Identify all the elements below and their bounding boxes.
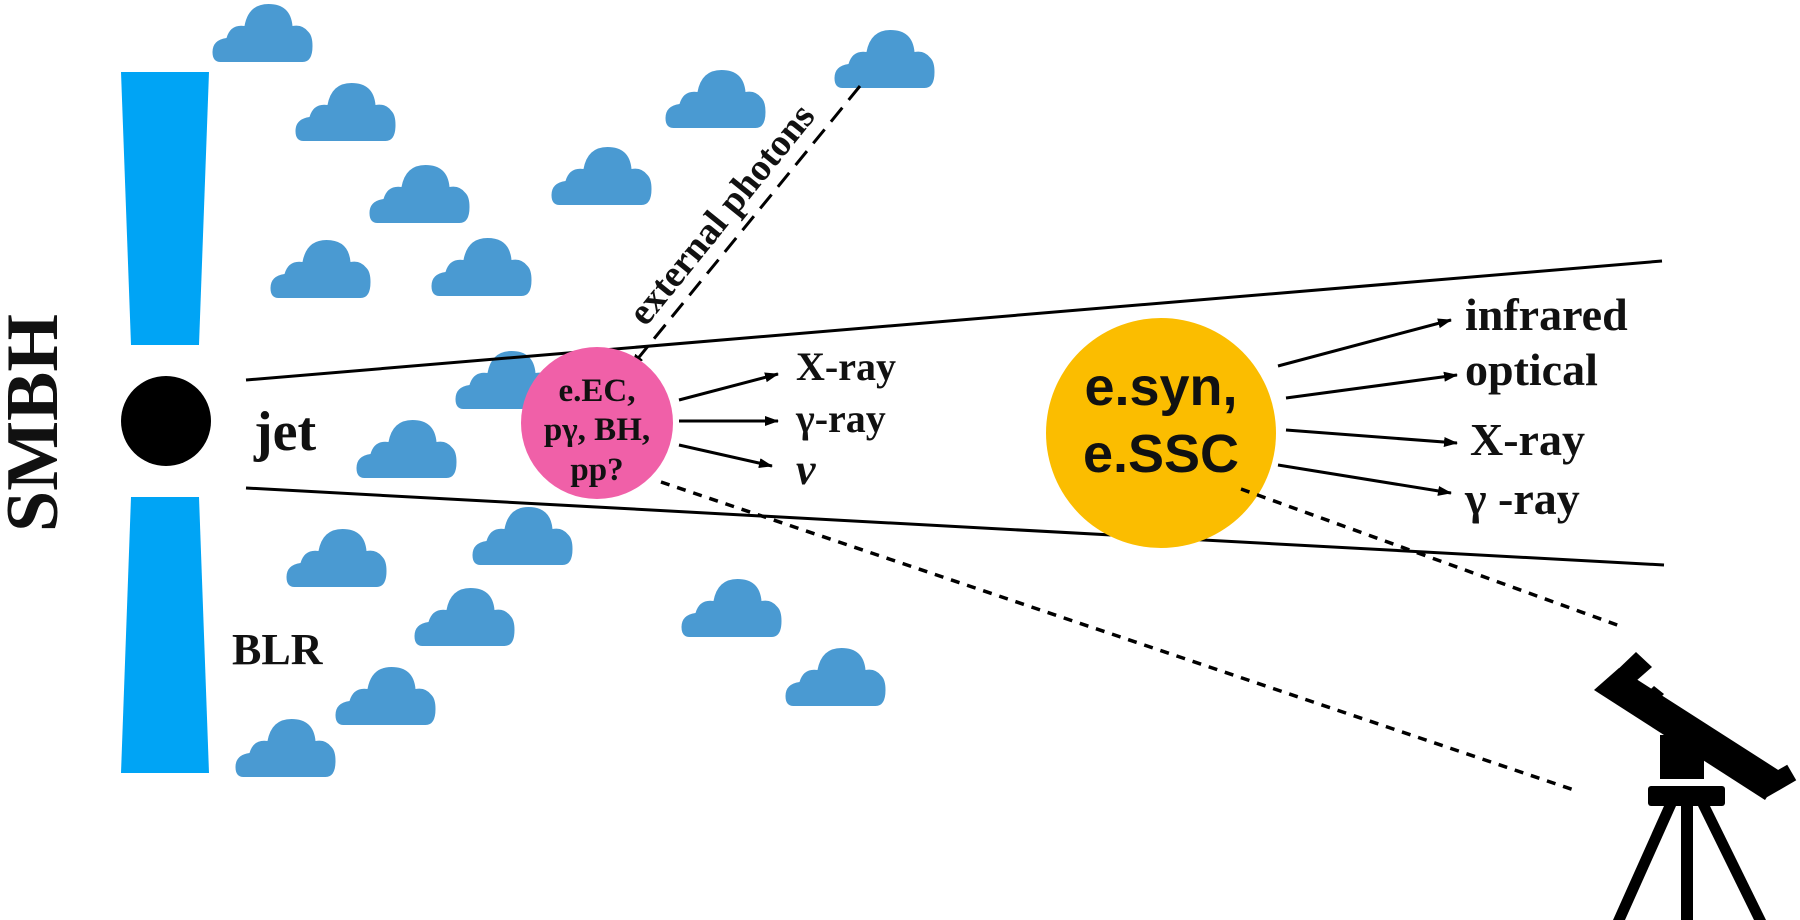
inner-arrow-xray xyxy=(678,372,779,402)
cloud-icon xyxy=(270,240,371,298)
inner-blob-line-1: e.EC, xyxy=(559,373,636,409)
cloud-icon xyxy=(369,165,470,223)
cloud-icon xyxy=(472,507,573,565)
cloud-icon xyxy=(665,70,766,128)
cloud-icon xyxy=(681,579,782,637)
inner-blob-line-2: pγ, BH, xyxy=(544,412,650,448)
outer-blob-line-2: e.SSC xyxy=(1083,424,1239,484)
outer-output-optical: optical xyxy=(1465,344,1598,395)
smbh-label: SMBH xyxy=(0,314,74,532)
outer-arrow-infrared xyxy=(1277,318,1452,368)
cloud-icon xyxy=(295,83,396,141)
inner-output-neutrino: ν xyxy=(796,445,816,494)
outer-output-xray: X-ray xyxy=(1470,414,1585,465)
cloud-icon xyxy=(431,238,532,296)
inner-output-gamma: γ-ray xyxy=(795,396,886,441)
outer-arrow-optical xyxy=(1285,371,1458,400)
inner-blob-line-3: pp? xyxy=(570,452,623,488)
cloud-icon xyxy=(335,667,436,725)
inner-arrow-neutrino xyxy=(678,443,773,469)
jet-upper-edge xyxy=(245,259,1663,382)
outer-arrow-xray xyxy=(1285,428,1458,448)
cloud-icon xyxy=(785,648,886,706)
outer-arrow-gamma xyxy=(1277,463,1452,496)
blr-label: BLR xyxy=(232,625,324,674)
black-hole xyxy=(121,376,211,466)
accretion-disk-upper xyxy=(121,72,209,345)
external-photons-label: external photons xyxy=(620,96,823,333)
cloud-icon xyxy=(235,719,336,777)
cloud-icon xyxy=(414,588,515,646)
inner-output-xray: X-ray xyxy=(796,344,896,389)
external-photons-arrow xyxy=(629,85,862,368)
cloud-icon xyxy=(551,147,652,205)
jet-lower-edge xyxy=(245,486,1665,567)
outer-output-gamma: γ -ray xyxy=(1464,473,1580,524)
cloud-icon xyxy=(356,420,457,478)
cloud-icon xyxy=(286,529,387,587)
line-of-sight-inner xyxy=(660,480,1578,793)
inner-emission-blob xyxy=(521,347,673,499)
outer-emission-blob xyxy=(1046,318,1276,548)
accretion-disk-lower xyxy=(121,497,209,773)
jet-label: jet xyxy=(253,401,317,463)
outer-output-infrared: infrared xyxy=(1465,289,1628,340)
outer-blob-line-1: e.syn, xyxy=(1084,357,1237,417)
telescope-icon xyxy=(1594,652,1797,920)
cloud-icon xyxy=(834,30,935,88)
cloud-icon xyxy=(212,4,313,62)
